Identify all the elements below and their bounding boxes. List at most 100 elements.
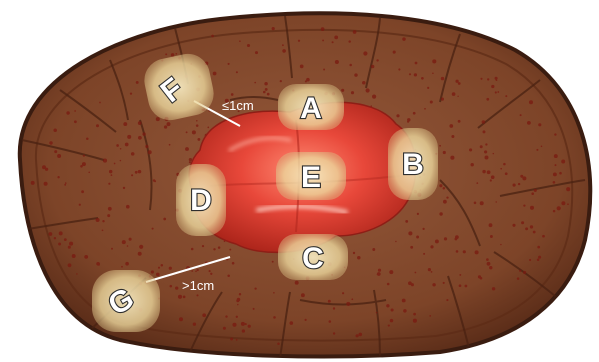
tissue-speckle	[458, 82, 461, 85]
tissue-speckle	[277, 342, 280, 345]
zone-a: A	[278, 84, 344, 130]
tissue-speckle	[239, 40, 241, 42]
tissue-speckle	[463, 250, 466, 253]
tissue-speckle	[227, 274, 230, 277]
tissue-speckle	[486, 258, 489, 261]
tissue-speckle	[402, 299, 406, 303]
tissue-speckle	[213, 248, 215, 250]
zone-d-label: D	[190, 184, 212, 217]
tissue-speckle	[54, 237, 56, 239]
tissue-speckle	[169, 144, 171, 146]
tissue-speckle	[534, 189, 537, 192]
tissue-speckle	[439, 145, 441, 147]
tissue-speckle	[96, 124, 99, 127]
tissue-speckle	[335, 60, 339, 64]
tissue-speckle	[126, 205, 130, 209]
zone-d: D	[176, 164, 226, 236]
tissue-speckle	[388, 325, 390, 327]
tissue-speckle	[444, 237, 447, 240]
tissue-speckle	[186, 131, 188, 133]
tissue-speckle	[409, 73, 411, 75]
tissue-speckle	[218, 246, 221, 249]
tissue-speckle	[416, 236, 419, 239]
tissue-speckle	[213, 72, 217, 76]
tissue-speckle	[520, 114, 522, 116]
tissue-speckle	[109, 170, 112, 173]
tissue-speckle	[478, 275, 481, 278]
tissue-speckle	[366, 88, 370, 92]
tissue-speckle	[469, 148, 472, 151]
tissue-speckle	[111, 248, 113, 250]
tissue-speckle	[519, 270, 521, 272]
tissue-speckle	[178, 295, 182, 299]
tissue-speckle	[531, 192, 534, 195]
tissue-speckle	[428, 268, 431, 271]
tissue-speckle	[242, 329, 245, 332]
tissue-speckle	[497, 91, 499, 93]
tissue-speckle	[102, 220, 104, 222]
tissue-speckle	[446, 196, 448, 198]
tissue-speckle	[165, 53, 167, 55]
tissue-speckle	[480, 145, 483, 148]
tissue-speckle	[196, 124, 199, 127]
tissue-speckle	[353, 252, 355, 254]
tissue-speckle	[207, 127, 209, 129]
distance-label-far: >1cm	[182, 278, 214, 293]
tissue-speckle	[272, 261, 274, 263]
tissue-speckle	[443, 282, 445, 284]
tissue-speckle	[450, 156, 454, 160]
tissue-speckle	[102, 229, 104, 231]
tissue-speckle	[538, 256, 541, 259]
tissue-speckle	[125, 262, 129, 266]
tissue-speckle	[495, 77, 498, 80]
tissue-speckle	[83, 154, 85, 156]
tissue-speckle	[521, 221, 524, 224]
tissue-speckle	[322, 39, 324, 41]
tissue-speckle	[57, 176, 59, 178]
tissue-speckle	[505, 95, 507, 97]
tissue-speckle	[254, 82, 256, 84]
tissue-speckle	[485, 156, 489, 160]
tissue-speckle	[229, 249, 231, 251]
tissue-speckle	[413, 112, 416, 115]
tissue-speckle	[354, 73, 357, 76]
tissue-speckle	[342, 292, 344, 294]
tissue-speckle	[223, 327, 226, 330]
tissue-speckle	[280, 80, 282, 82]
tissue-speckle	[232, 323, 236, 327]
tissue-speckle	[491, 85, 494, 88]
tissue-speckle	[513, 184, 516, 187]
tissue-speckle	[390, 319, 394, 323]
tissue-speckle	[122, 240, 126, 244]
tissue-speckle	[158, 267, 160, 269]
tissue-speckle	[253, 308, 255, 310]
tissue-speckle	[197, 138, 200, 141]
tissue-speckle	[54, 150, 57, 153]
tissue-speckle	[267, 93, 270, 96]
tissue-speckle	[357, 256, 360, 259]
tissue-speckle	[475, 250, 479, 254]
tissue-speckle	[74, 120, 77, 123]
tissue-speckle	[529, 100, 533, 104]
tissue-speckle	[236, 339, 238, 341]
tissue-speckle	[536, 149, 538, 151]
tissue-speckle	[329, 320, 332, 323]
tissue-speckle	[530, 225, 533, 228]
tissue-speckle	[127, 245, 129, 247]
tissue-speckle	[553, 210, 556, 213]
tissue-speckle	[533, 231, 536, 234]
tissue-speckle	[413, 319, 417, 323]
tissue-speckle	[121, 266, 123, 268]
tissue-speckle	[138, 170, 142, 174]
tissue-speckle	[417, 213, 419, 215]
tissue-speckle	[175, 53, 177, 55]
tissue-speckle	[458, 120, 461, 123]
tissue-speckle	[196, 294, 198, 296]
tissue-speckle	[103, 159, 107, 163]
tissue-speckle	[487, 170, 491, 174]
tissue-speckle	[430, 100, 433, 103]
tissue-speckle	[44, 182, 48, 186]
tissue-speckle	[84, 255, 88, 259]
tissue-speckle	[470, 163, 473, 166]
zone-g: G	[92, 270, 160, 332]
